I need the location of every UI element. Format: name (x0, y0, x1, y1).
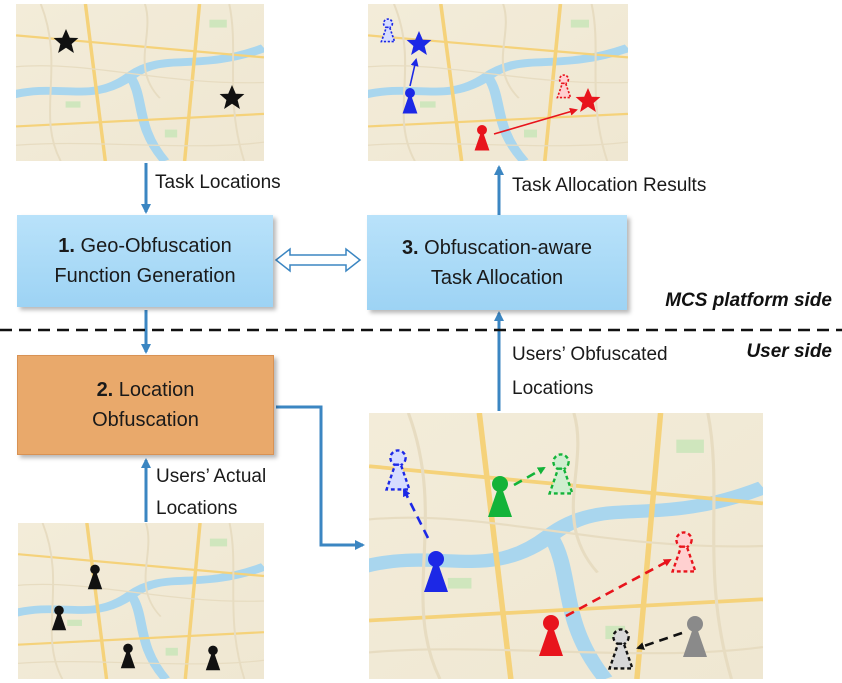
allocation-result-map (363, 4, 628, 161)
box-title-line2: Task Allocation (430, 266, 564, 289)
box-title-line2: Function Generation (54, 265, 236, 287)
task-allocation-results-label: Task Allocation Results (512, 175, 707, 196)
task-locations-label: Task Locations (155, 172, 281, 193)
task-allocation-box: 3. Obfuscation-aware Task Allocation (367, 215, 627, 310)
user-side-label: User side (746, 341, 832, 362)
geo-obfuscation-box: 1. Geo-Obfuscation Function Generation (17, 215, 273, 307)
users-actual-label-line1: Users’ Actual (156, 466, 267, 487)
location-obfuscation-box: 2. Location Obfuscation (17, 355, 274, 455)
users-obfuscated-label-line1: Users’ Obfuscated (512, 344, 668, 365)
box-title-line1: Geo-Obfuscation (74, 235, 232, 257)
box-title-line2: Obfuscation (92, 409, 199, 431)
obfuscated-locations-map (361, 413, 763, 679)
step-number: 1. (58, 235, 75, 257)
users-actual-label-line2: Locations (156, 498, 238, 519)
users-obfuscated-label-line2: Locations (512, 378, 594, 399)
bidirectional-arrow-icon (274, 247, 362, 273)
arrow-obfuscation-to-map (276, 405, 365, 550)
platform-side-label: MCS platform side (665, 290, 832, 311)
task-map (11, 4, 264, 161)
step-number: 3. (401, 236, 419, 259)
actual-locations-map (13, 523, 264, 679)
box-title-line1: Location (113, 379, 195, 401)
box-title-line1: Obfuscation-aware (418, 236, 593, 259)
step-number: 2. (96, 379, 114, 401)
